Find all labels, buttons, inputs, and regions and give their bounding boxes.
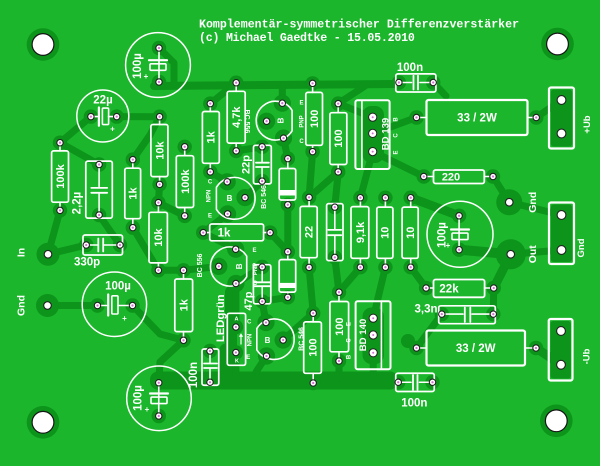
svg-text:4,7k: 4,7k xyxy=(231,106,243,128)
svg-text:100k: 100k xyxy=(180,168,192,193)
svg-text:A: A xyxy=(235,317,239,323)
svg-text:BC 556: BC 556 xyxy=(243,110,250,134)
svg-text:PNP: PNP xyxy=(300,115,306,127)
svg-text:E: E xyxy=(394,150,400,154)
svg-text:+: + xyxy=(122,314,127,323)
svg-text:1k: 1k xyxy=(218,227,231,239)
svg-text:Out: Out xyxy=(527,245,539,264)
svg-text:E: E xyxy=(299,101,303,107)
svg-text:100µ: 100µ xyxy=(437,222,449,248)
svg-text:100µ: 100µ xyxy=(132,53,144,79)
svg-text:E: E xyxy=(252,248,256,254)
svg-text:22: 22 xyxy=(304,226,316,238)
svg-text:-Ub: -Ub xyxy=(581,348,592,364)
svg-text:+: + xyxy=(144,72,149,81)
svg-text:C: C xyxy=(347,338,353,343)
svg-text:9,1k: 9,1k xyxy=(355,221,367,243)
svg-text:BC 546: BC 546 xyxy=(298,327,305,351)
svg-text:E: E xyxy=(208,214,212,220)
svg-text:1k: 1k xyxy=(206,130,218,143)
svg-text:+: + xyxy=(110,125,115,134)
svg-text:BC 556: BC 556 xyxy=(197,254,204,278)
svg-text:100n: 100n xyxy=(397,62,423,74)
svg-text:B: B xyxy=(394,117,400,122)
svg-text:B: B xyxy=(235,263,244,269)
svg-text:+Ub: +Ub xyxy=(582,115,593,133)
svg-text:33 / 2W: 33 / 2W xyxy=(456,343,496,355)
svg-text:1k: 1k xyxy=(128,186,140,199)
svg-text:Gnd: Gnd xyxy=(527,192,539,213)
svg-text:C: C xyxy=(208,180,213,186)
svg-text:C: C xyxy=(394,133,400,138)
svg-text:10k: 10k xyxy=(154,140,166,159)
svg-text:100: 100 xyxy=(309,110,321,128)
svg-text:C: C xyxy=(299,139,304,145)
svg-text:+: + xyxy=(446,241,451,250)
svg-text:33 / 2W: 33 / 2W xyxy=(457,113,497,125)
svg-text:B: B xyxy=(265,336,271,345)
svg-text:330p: 330p xyxy=(74,256,100,268)
svg-text:Komplementär-symmetrischer Dif: Komplementär-symmetrischer Differenzvers… xyxy=(199,19,519,32)
svg-text:10k: 10k xyxy=(153,228,165,247)
svg-text:100: 100 xyxy=(307,338,319,356)
svg-text:2,2µ: 2,2µ xyxy=(71,192,83,215)
svg-text:10: 10 xyxy=(380,227,392,239)
svg-text:In: In xyxy=(16,248,28,257)
svg-text:B: B xyxy=(276,117,285,123)
svg-text:Gnd: Gnd xyxy=(576,238,587,257)
svg-text:(c) Michael Gaedtke - 15.05.20: (c) Michael Gaedtke - 15.05.2010 xyxy=(199,32,415,45)
svg-text:K: K xyxy=(235,359,239,365)
svg-text:E: E xyxy=(347,322,353,326)
svg-text:Gnd: Gnd xyxy=(16,295,28,316)
svg-text:BD 140: BD 140 xyxy=(358,319,369,352)
svg-text:100k: 100k xyxy=(55,163,67,188)
svg-text:B: B xyxy=(227,194,233,203)
svg-text:E: E xyxy=(246,355,250,361)
svg-text:22µ: 22µ xyxy=(93,95,112,107)
svg-text:C: C xyxy=(247,320,252,326)
svg-text:BD 139: BD 139 xyxy=(381,118,392,151)
svg-text:1k: 1k xyxy=(179,298,191,311)
svg-text:22p: 22p xyxy=(240,155,252,174)
svg-text:100µ: 100µ xyxy=(105,281,131,293)
svg-text:NPN: NPN xyxy=(248,334,254,347)
svg-text:22k: 22k xyxy=(439,283,459,295)
svg-text:100n: 100n xyxy=(401,397,427,409)
svg-text:100: 100 xyxy=(333,129,345,147)
svg-text:+: + xyxy=(145,405,150,414)
svg-text:C: C xyxy=(253,281,258,287)
svg-text:PNP: PNP xyxy=(253,263,259,275)
svg-text:NPN: NPN xyxy=(207,190,213,203)
svg-text:100µ: 100µ xyxy=(133,385,145,411)
svg-text:47p: 47p xyxy=(243,291,255,310)
svg-text:BC 546: BC 546 xyxy=(261,185,268,209)
svg-text:B: B xyxy=(347,354,353,359)
svg-text:LEDgrün: LEDgrün xyxy=(215,294,227,342)
svg-text:100n: 100n xyxy=(188,362,200,388)
svg-text:10: 10 xyxy=(405,227,417,239)
svg-text:3,3n: 3,3n xyxy=(414,303,437,315)
svg-text:100: 100 xyxy=(334,317,346,335)
svg-text:220: 220 xyxy=(442,172,460,184)
